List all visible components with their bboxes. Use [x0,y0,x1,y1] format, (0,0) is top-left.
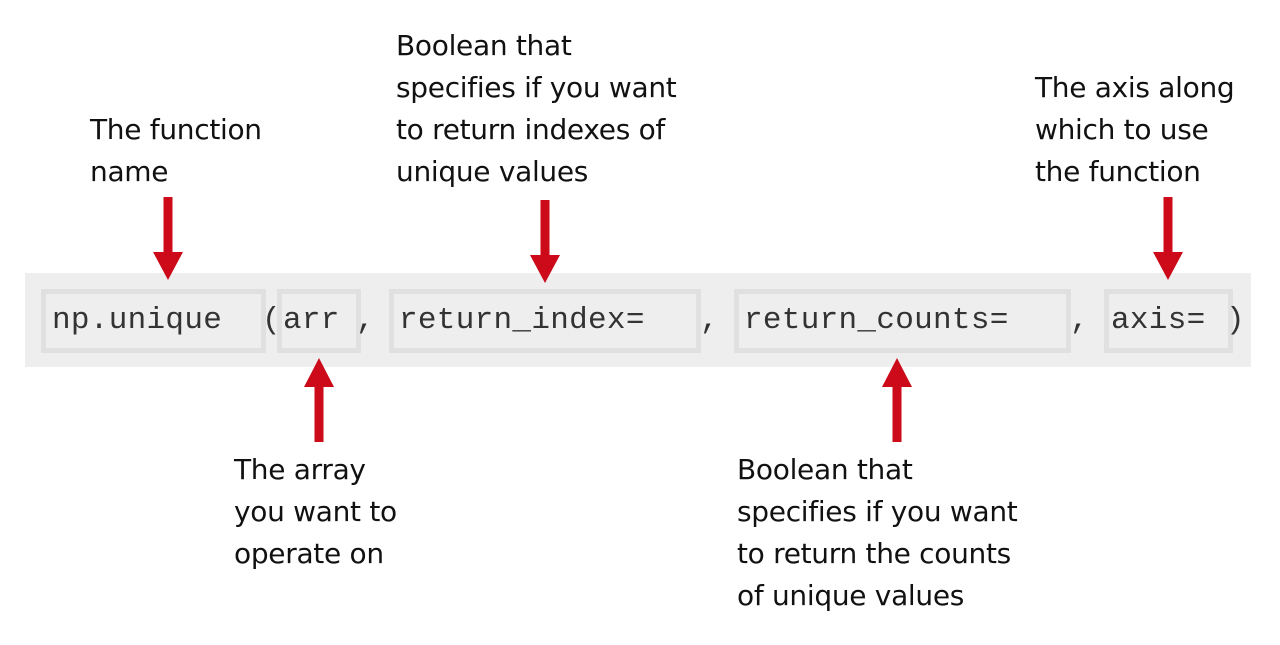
code-comma: , [356,303,375,338]
arrow-up-icon [303,358,335,442]
annotation-arr: The array you want to operate on [234,453,397,570]
code-comma: , [700,303,719,338]
arr-box [277,289,361,353]
code-return-counts: return_counts= [744,303,1009,338]
return-index-box [389,289,701,353]
code-open-paren: ( [262,303,281,338]
annotation-axis: The axis along which to use the function [1035,71,1235,188]
code-comma: , [1070,303,1089,338]
function-name-box [41,289,266,353]
code-return-index: return_index= [399,303,645,338]
code-close-paren: ) [1226,303,1245,338]
return-counts-box [734,289,1071,353]
axis-box [1104,289,1233,353]
arrow-down-icon [152,197,184,281]
arrow-down-icon [1152,197,1184,281]
code-axis: axis= [1111,303,1206,338]
annotation-return-index: Boolean that specifies if you want to re… [396,29,677,188]
annotation-function-name: The function name [90,113,262,188]
annotation-return-counts: Boolean that specifies if you want to re… [737,453,1018,612]
code-arr: arr [283,303,340,338]
code-function-name: np.unique [52,303,223,338]
arrow-up-icon [881,358,913,442]
arrow-down-icon [529,200,561,284]
